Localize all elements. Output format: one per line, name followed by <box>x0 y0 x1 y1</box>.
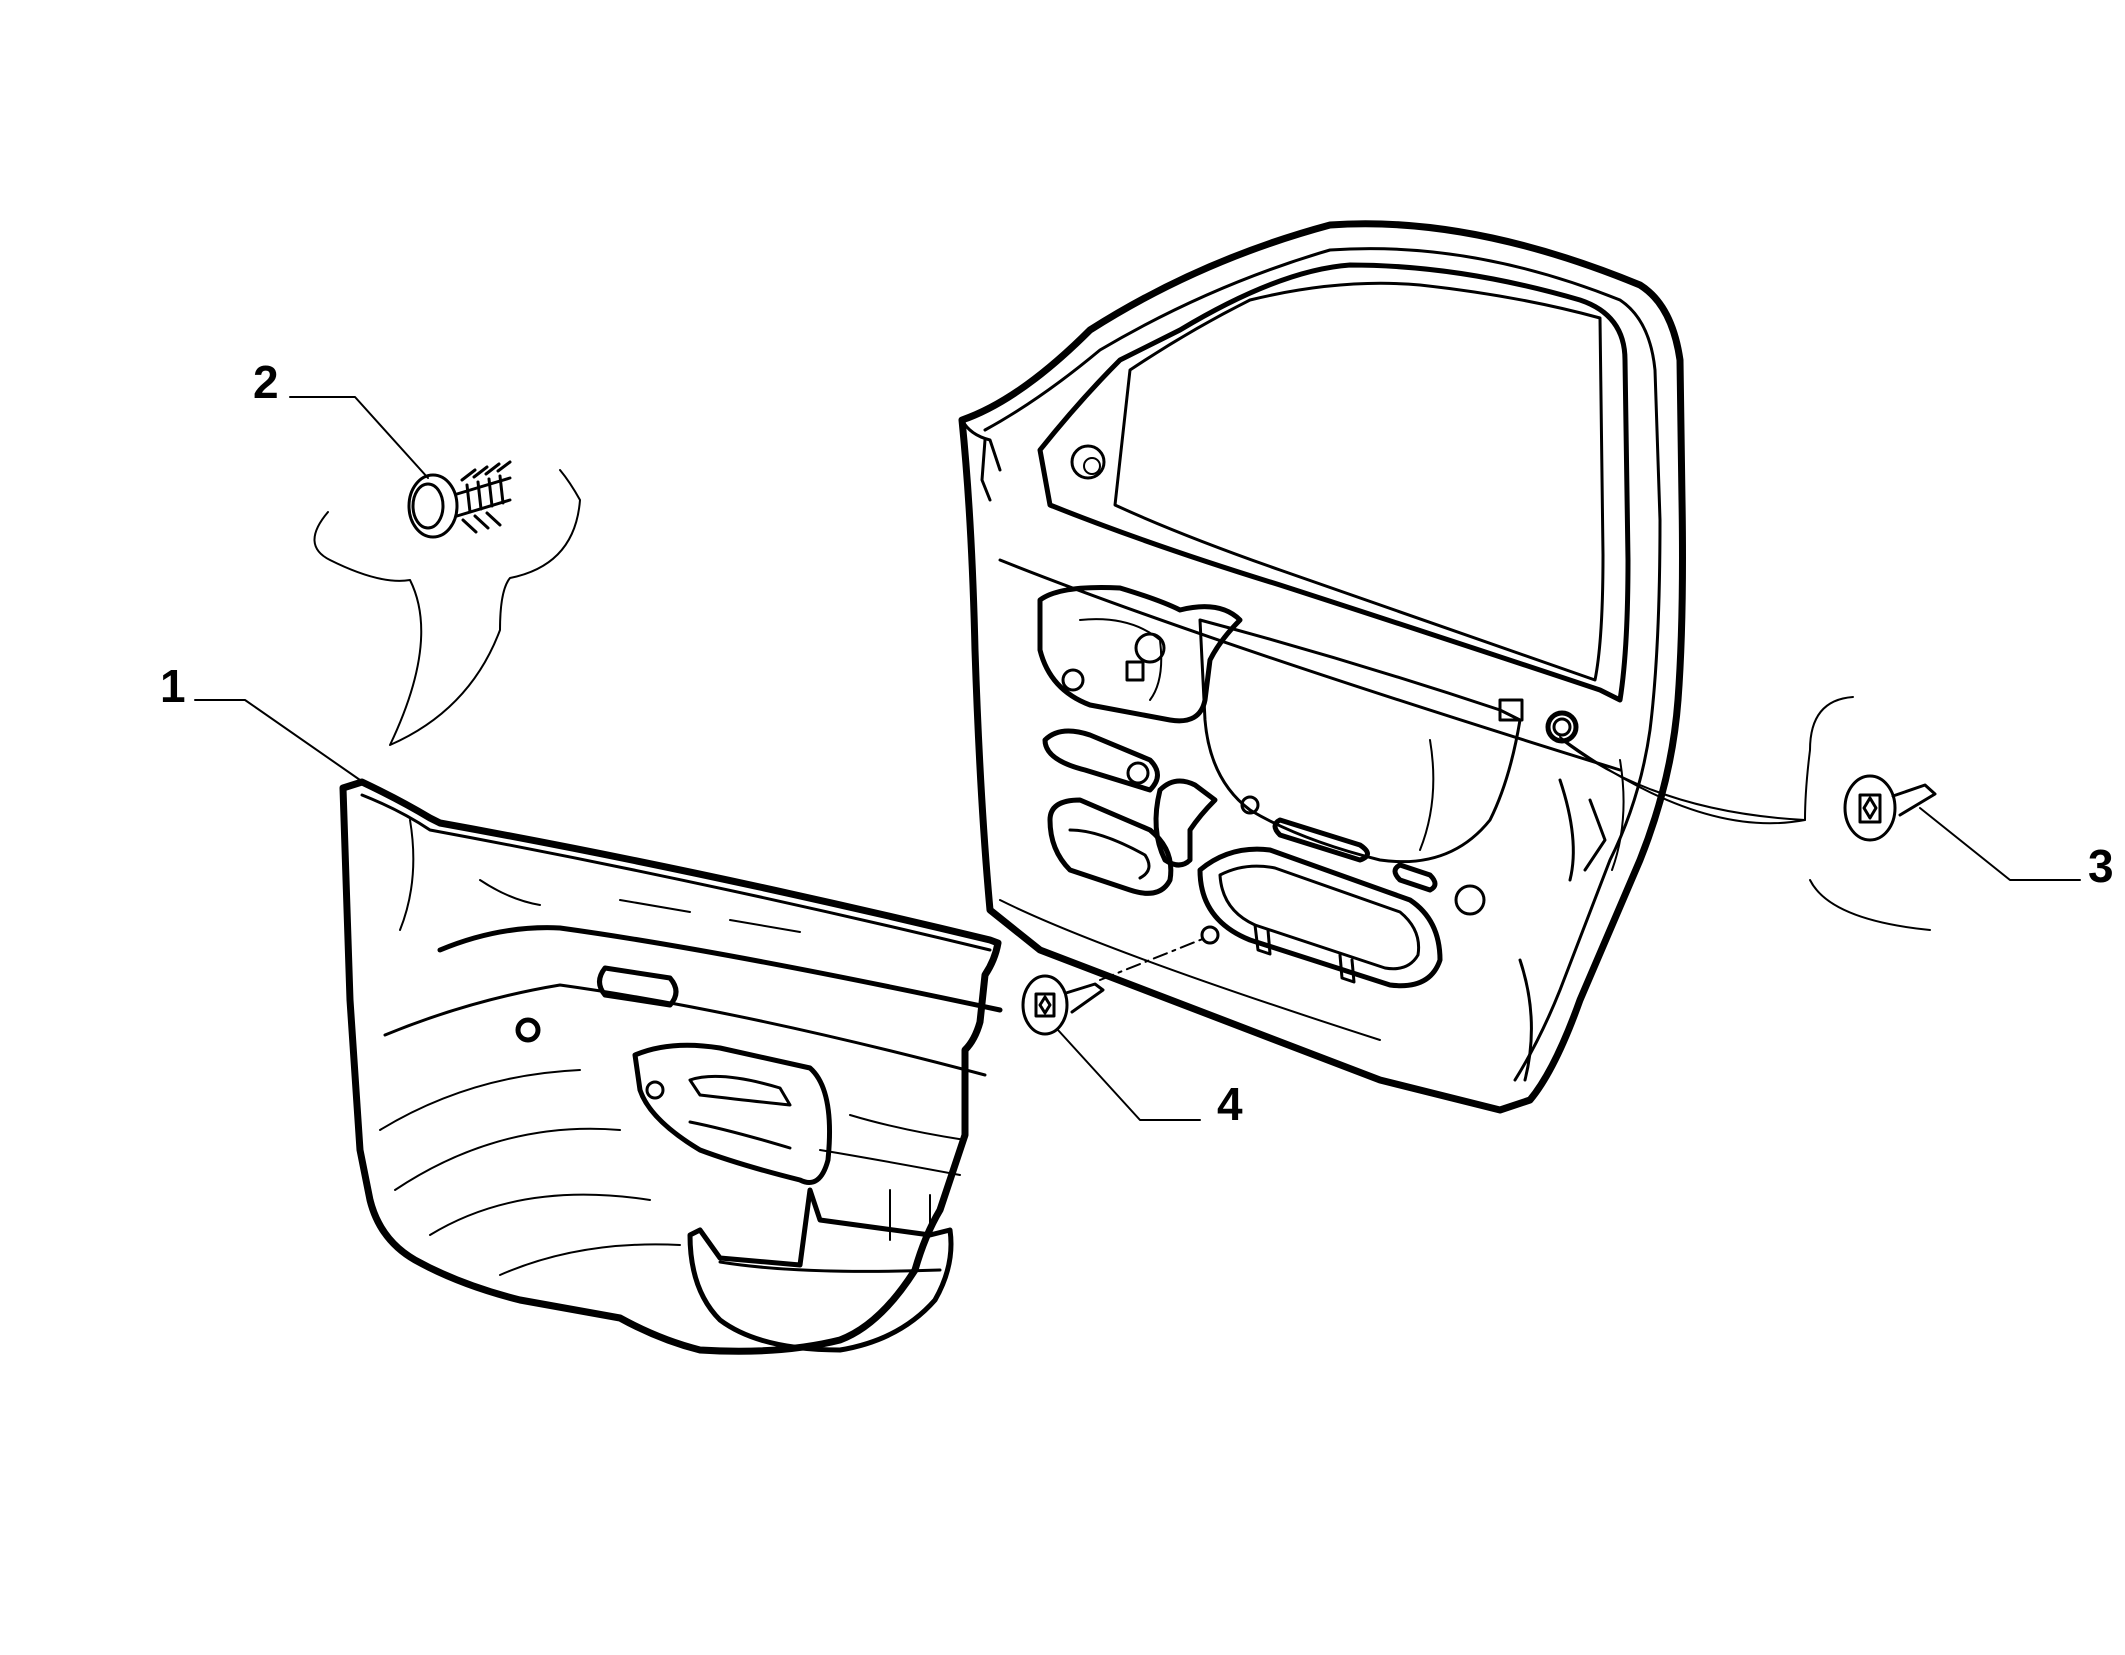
door-trim-panel <box>339 778 1003 1355</box>
leader-line-1 <box>194 699 361 781</box>
callout-4: 4 <box>1217 1078 1243 1130</box>
trim-clip-detail <box>313 460 581 746</box>
rivet-lower-detail <box>1021 937 1206 1036</box>
leader-line-2 <box>289 396 429 479</box>
callout-2: 2 <box>253 356 279 408</box>
callout-labels: 1 2 3 4 <box>160 356 2114 1130</box>
door-shell <box>958 220 1686 1114</box>
callout-leaders <box>194 396 2081 1121</box>
leader-line-3 <box>1919 807 2081 881</box>
callout-3: 3 <box>2088 840 2114 892</box>
rivet-upper-detail <box>1559 696 1937 931</box>
callout-1: 1 <box>160 660 186 712</box>
leader-line-4 <box>1057 1029 1201 1121</box>
